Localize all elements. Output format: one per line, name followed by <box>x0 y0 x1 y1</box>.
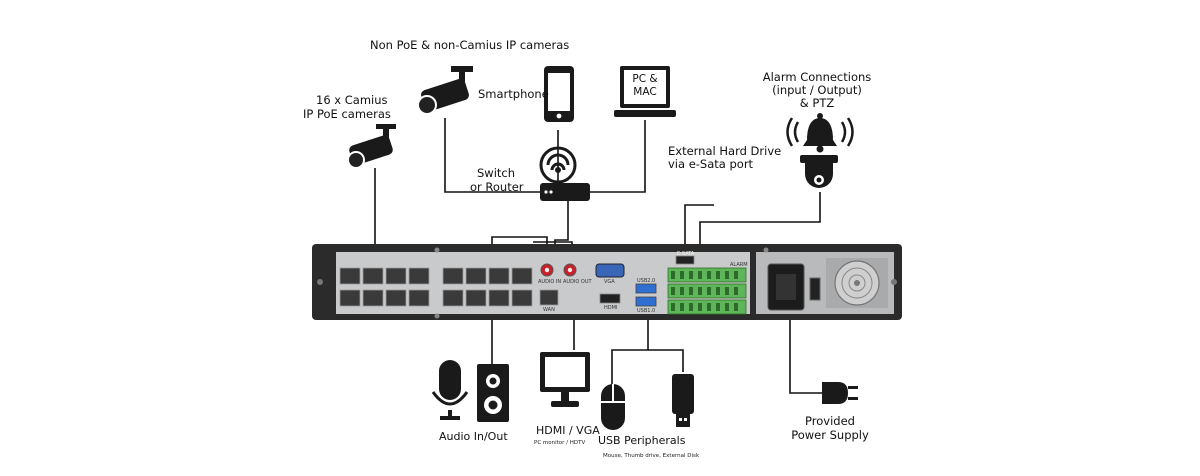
alarm-terminals <box>667 267 747 315</box>
power-label-line2: Power Supply <box>791 428 869 442</box>
alarm-bell-icon <box>786 113 854 153</box>
switch-label-line1: Switch <box>477 166 516 180</box>
audio-label: Audio In/Out <box>439 430 508 443</box>
panel-screw <box>763 247 769 253</box>
poe-ports-block-2 <box>442 267 533 307</box>
microphone-icon <box>431 360 469 420</box>
non-poe-cameras-label: Non PoE & non-Camius IP cameras <box>370 38 570 52</box>
chassis-screw <box>891 279 897 285</box>
vga-label: VGA <box>604 279 615 285</box>
poe-ports-block-1 <box>339 267 430 307</box>
esata-port <box>675 255 695 265</box>
vga-port <box>595 263 625 278</box>
hdmi-vga-sublabel: PC monitor / HDTV <box>534 440 586 446</box>
audio-in-label: AUDIO IN <box>538 279 562 285</box>
power-plug-icon <box>822 382 858 404</box>
speaker-icon <box>477 364 509 422</box>
alarm-label-line1: Alarm Connections <box>762 70 872 84</box>
usb-port <box>635 296 657 307</box>
chassis-screw <box>317 279 323 285</box>
wire-ip-camera-switch <box>444 118 540 193</box>
camius-poe-camera-icon <box>347 124 396 169</box>
wire-pc-switch <box>590 120 646 193</box>
pc-mac-label-line1: PC & <box>632 73 658 85</box>
hdmi-port <box>599 293 621 304</box>
laptop-icon <box>614 66 676 117</box>
wire-usb <box>611 298 649 390</box>
smartphone-icon <box>544 66 574 122</box>
switch-label-line2: or Router <box>470 180 524 194</box>
alarm-label-line2: (input / Output) <box>772 83 862 97</box>
camius-cameras-label-line2: IP PoE cameras <box>303 107 391 121</box>
panel-screw <box>434 247 440 253</box>
power-label-line1: Provided <box>805 414 855 428</box>
wire-alarm <box>699 192 821 265</box>
pc-mac-label-line2: MAC <box>633 86 657 98</box>
usb-sublabel: Mouse, Thumb drive, External Disk <box>603 453 700 459</box>
hdmi-vga-label: HDMI / VGA <box>536 424 600 437</box>
usb2-label: USB2.0 <box>637 278 656 284</box>
nvr-recorder <box>312 244 902 320</box>
wire-usb-stick <box>648 349 684 372</box>
monitor-icon <box>540 352 590 407</box>
hdd-label-line2: via e-Sata port <box>668 157 754 171</box>
wan-label: WAN <box>543 307 555 313</box>
hdmi-label: HDMI <box>604 305 618 311</box>
wan-port <box>539 289 559 306</box>
ip-camera-icon <box>417 66 473 115</box>
usb-stick-icon <box>672 374 694 427</box>
panel-screw <box>434 313 440 319</box>
usb-label: USB Peripherals <box>598 434 686 447</box>
alarm-label-line3: & PTZ <box>799 96 835 110</box>
esata-label: E-SATA <box>677 251 695 257</box>
camius-cameras-label-line1: 16 x Camius <box>316 93 388 107</box>
ptz-camera-icon <box>800 155 838 188</box>
audio-out-label: AUDIO OUT <box>563 279 592 285</box>
alarm-label: ALARM <box>730 262 748 268</box>
usb-port <box>635 283 657 294</box>
wifi-icon <box>539 146 577 184</box>
mouse-icon <box>601 384 625 430</box>
smartphone-label: Smartphone <box>478 87 549 101</box>
hdd-label-line1: External Hard Drive <box>668 144 782 158</box>
usb1-label: USB1.0 <box>637 308 656 314</box>
power-switch <box>809 277 821 301</box>
wire-power <box>789 312 822 394</box>
switch-router-icon <box>540 183 590 201</box>
wire-esata <box>684 204 714 255</box>
